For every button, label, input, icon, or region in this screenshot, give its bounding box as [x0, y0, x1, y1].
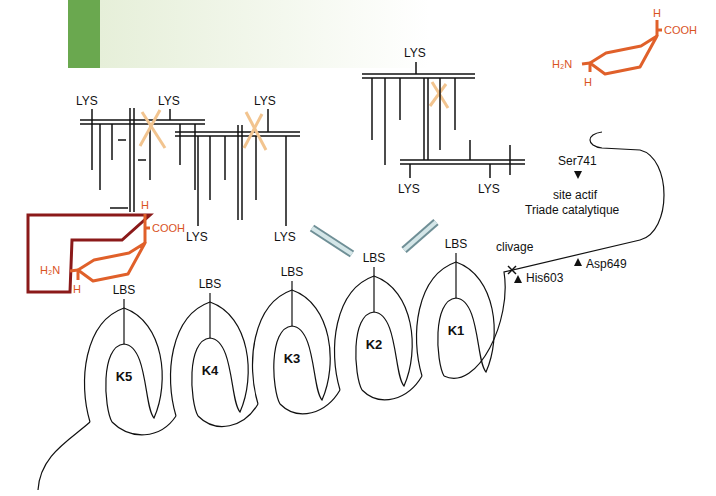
binding-site-line [209, 293, 210, 338]
part-label: LYS [158, 94, 180, 108]
kringle-loop [84, 308, 162, 422]
part-label: LYS [404, 46, 426, 60]
chemical-group: COOH [664, 23, 697, 37]
part-label: site actif [553, 188, 597, 202]
kringle-domain: LBS K2 [332, 250, 416, 390]
part-label: LYS [254, 94, 276, 108]
kringle-domain: LBS K5 [82, 282, 166, 422]
kringle-domain: LBS K1 [414, 236, 498, 376]
binding-site-line [455, 253, 456, 298]
chemical-group: H₂N [552, 57, 572, 71]
kringle-domain: LBS K4 [168, 276, 252, 416]
kringle-domain: LBS K3 [250, 264, 334, 404]
kringle-name: K5 [82, 370, 166, 384]
binding-site-line [373, 267, 374, 312]
part-label: LYS [76, 94, 98, 108]
kringle-loop [416, 262, 494, 376]
peptide-chain [38, 132, 664, 490]
binding-site-line [291, 281, 292, 326]
kringle-shape [168, 276, 252, 416]
part-label: LYS [274, 230, 296, 244]
binding-site-line [123, 299, 124, 344]
binding-site-label: LBS [168, 277, 252, 291]
region-outline [28, 215, 150, 292]
molecule [582, 20, 662, 74]
kringle-name: K2 [332, 338, 416, 352]
part-label: Asp649 [586, 257, 627, 271]
fibrin-fragment [175, 109, 300, 226]
ligand-bar [312, 222, 436, 254]
chemical-group: COOH [152, 221, 185, 235]
kringle-name: K4 [168, 364, 252, 378]
lysine-side-chain [140, 82, 448, 150]
binding-site-label: LBS [82, 283, 166, 297]
part-label: LYS [398, 182, 420, 196]
chemical-group: H [141, 198, 149, 212]
part-label: LYS [478, 182, 500, 196]
part-label: Triade catalytique [525, 203, 619, 217]
molecule [70, 214, 150, 281]
site-marker [508, 171, 582, 283]
kringle-shape [250, 264, 334, 404]
part-label: LYS [186, 230, 208, 244]
kringle-shape [82, 282, 166, 422]
kringle-name: K1 [414, 324, 498, 338]
kringle-loop [334, 276, 412, 390]
fibrin-fragment [362, 62, 525, 178]
kringle-loop [252, 290, 330, 404]
part-label: His603 [526, 271, 563, 285]
fibrin-fragment [80, 108, 205, 212]
part-label: clivage [496, 240, 533, 254]
chemical-group: H₂N [40, 263, 60, 277]
binding-site-label: LBS [414, 237, 498, 251]
chemical-group: H [584, 75, 592, 89]
kringle-loop [170, 302, 248, 416]
chemical-group: H [73, 282, 81, 296]
kringle-name: K3 [250, 352, 334, 366]
binding-site-label: LBS [332, 251, 416, 265]
part-label: Ser741 [558, 154, 597, 168]
kringle-shape [332, 250, 416, 390]
header-band [100, 0, 430, 68]
header-bar [68, 0, 100, 68]
chemical-group: H [653, 6, 661, 20]
binding-site-label: LBS [250, 265, 334, 279]
kringle-shape [414, 236, 498, 376]
